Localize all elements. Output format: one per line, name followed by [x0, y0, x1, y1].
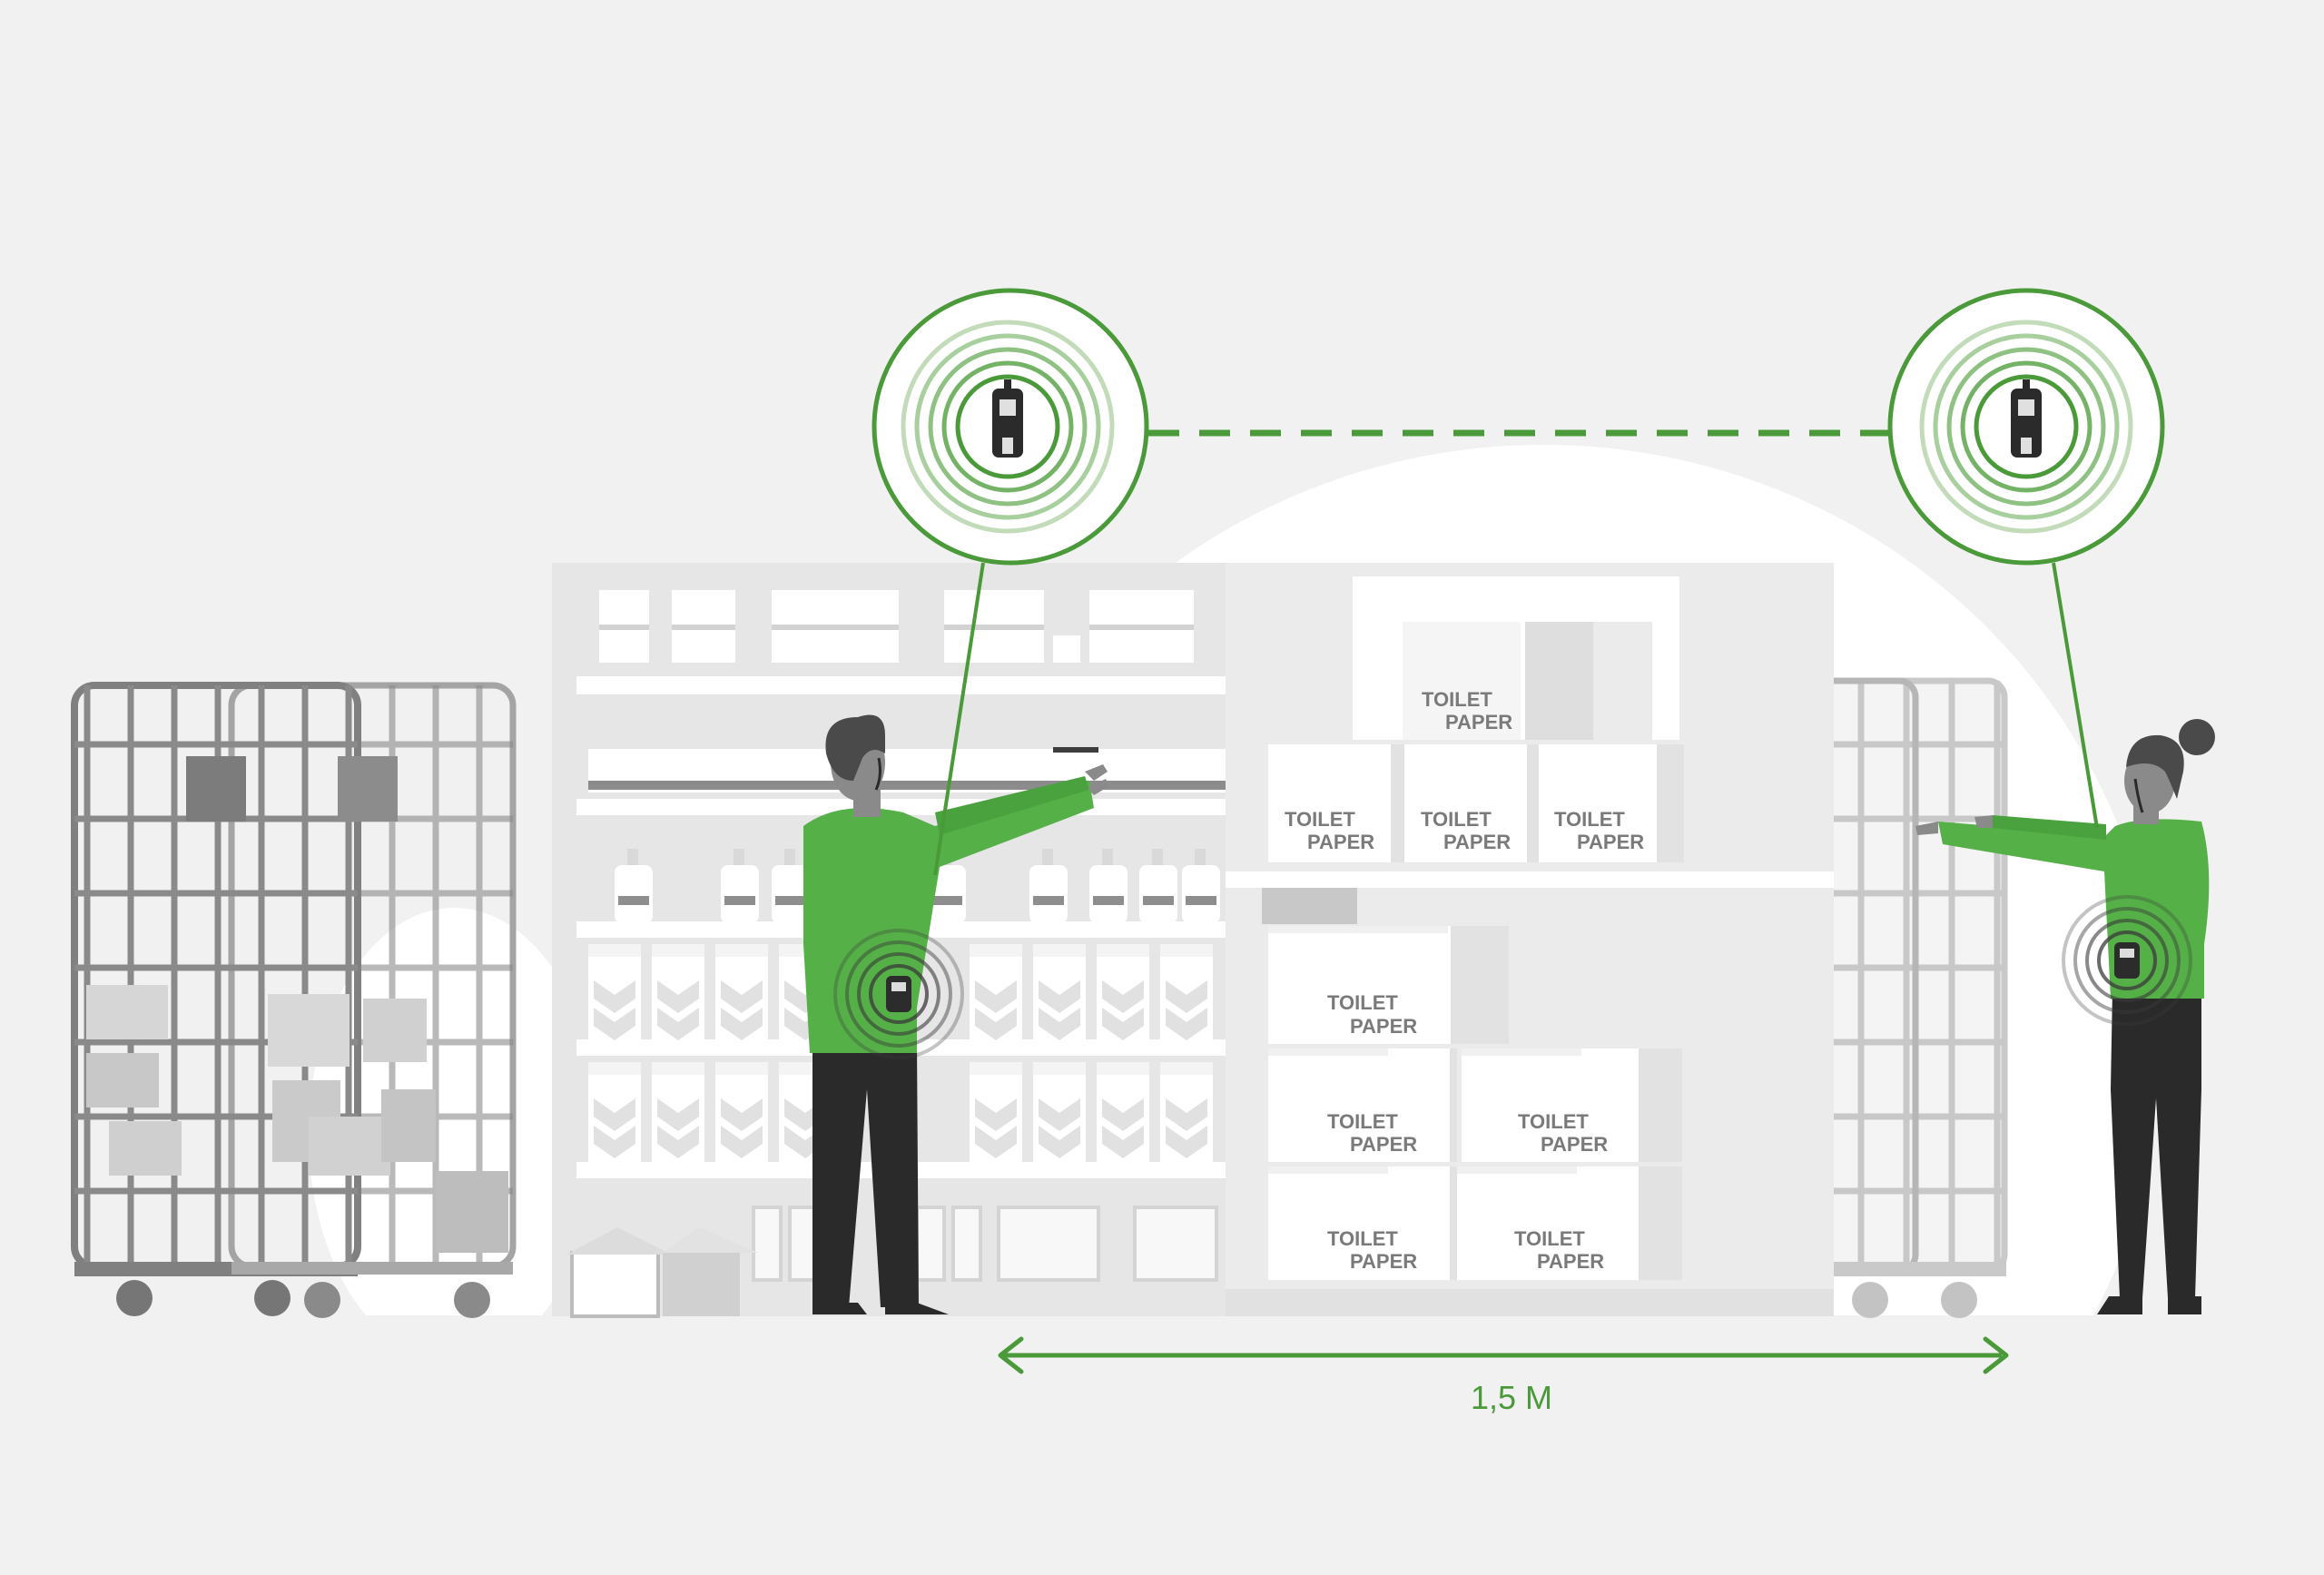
pack-label-line2: PAPER	[1577, 831, 1644, 853]
toilet-paper-pack-5: TOILET PAPER	[1268, 926, 1509, 1044]
roll-cage-left	[71, 682, 517, 1318]
proximity-wearable-icon	[2114, 942, 2140, 979]
toilet-paper-pack-2: TOILET PAPER	[1268, 744, 1409, 862]
pack-label-line1: TOILET	[1327, 1227, 1398, 1250]
signal-waves-icon	[1919, 320, 2133, 534]
roll-cage-right	[1803, 677, 2008, 1318]
pack-label-line1: TOILET	[1285, 808, 1355, 831]
callout-pointer-woman	[2052, 562, 2099, 829]
belt-device-man	[833, 929, 964, 1059]
worker-man	[803, 714, 1109, 1314]
proximity-wearable-icon	[886, 976, 911, 1012]
pack-label-line1: TOILET	[1421, 808, 1492, 831]
pack-label-line1: TOILET	[1554, 808, 1625, 831]
pack-label-line1: TOILET	[1422, 688, 1492, 711]
pack-label-line2: PAPER	[1541, 1133, 1608, 1156]
pack-label-line1: TOILET	[1327, 1110, 1398, 1133]
pack-label-line2: PAPER	[1537, 1250, 1604, 1273]
device-callout-left	[872, 288, 1149, 566]
callout-pointer-man	[933, 562, 985, 876]
toilet-paper-pack-4: TOILET PAPER	[1539, 744, 1684, 862]
pack-label-line1: TOILET	[1327, 991, 1398, 1014]
pack-label-line2: PAPER	[1445, 711, 1512, 733]
pack-label-line2: PAPER	[1350, 1250, 1417, 1273]
toilet-paper-pack-8: TOILET PAPER	[1268, 1166, 1457, 1280]
belt-device-woman	[2062, 895, 2192, 1026]
toilet-paper-pack-9: TOILET PAPER	[1457, 1166, 1682, 1280]
signal-waves-icon	[901, 320, 1115, 534]
device-callout-right	[1887, 288, 2165, 566]
pack-label-line2: PAPER	[1350, 1133, 1417, 1156]
toilet-paper-pack-1: TOILET PAPER	[1353, 576, 1679, 740]
floor	[0, 1315, 2324, 1575]
distance-arrow	[998, 1336, 2009, 1374]
pack-label-line2: PAPER	[1350, 1015, 1417, 1038]
pack-label-line2: PAPER	[1307, 831, 1374, 853]
toilet-paper-pack-3: TOILET PAPER	[1404, 744, 1545, 862]
pack-label-line1: TOILET	[1514, 1227, 1585, 1250]
pack-label-line1: TOILET	[1518, 1110, 1589, 1133]
distance-label: 1,5 M	[1471, 1379, 1552, 1416]
toilet-paper-pack-6: TOILET PAPER	[1268, 1048, 1457, 1162]
pack-label-line2: PAPER	[1443, 831, 1511, 853]
worker-woman	[1915, 719, 2215, 1314]
toilet-paper-pack-7: TOILET PAPER	[1462, 1048, 1682, 1162]
